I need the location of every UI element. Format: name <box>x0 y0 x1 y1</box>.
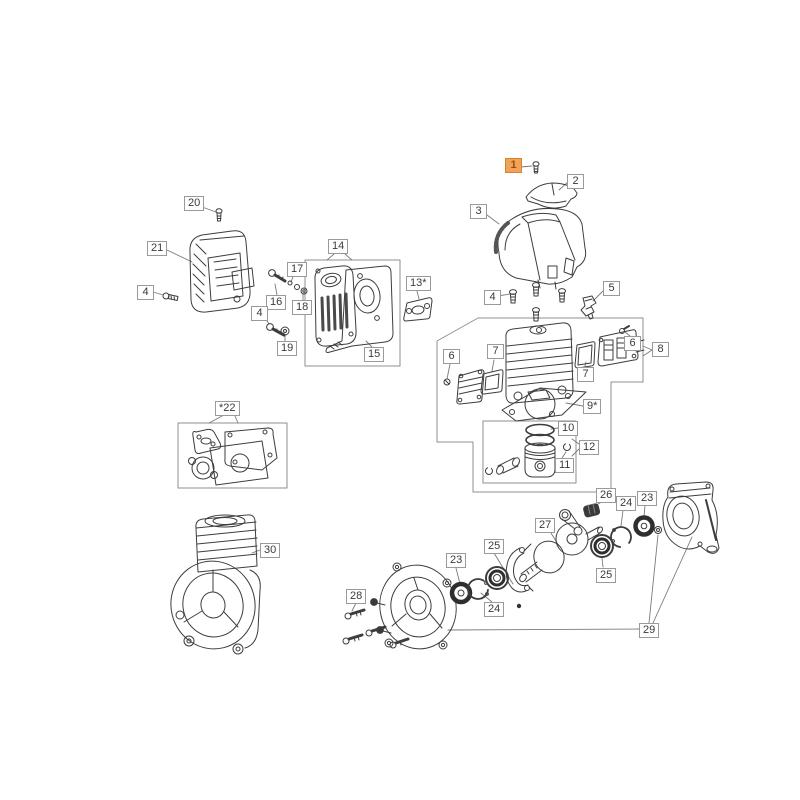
air-filter-cover-knob <box>525 182 578 209</box>
callout-4-left[interactable]: 4 <box>137 285 154 300</box>
callout-11[interactable]: 11 <box>555 458 575 473</box>
callout-2[interactable]: 2 <box>567 174 584 189</box>
callout-18[interactable]: 18 <box>292 300 313 315</box>
callout-13[interactable]: 13* <box>406 276 431 291</box>
bearing-retainer <box>505 543 534 609</box>
callout-25-left[interactable]: 25 <box>484 539 505 554</box>
callout-1-highlighted[interactable]: 1 <box>505 158 522 173</box>
cylinder <box>505 322 574 404</box>
spark-plug <box>580 295 597 320</box>
callout-28[interactable]: 28 <box>346 589 367 604</box>
crankcase-half-right <box>662 481 720 554</box>
callout-8[interactable]: 8 <box>652 342 669 357</box>
callout-16[interactable]: 16 <box>266 295 287 310</box>
callout-3[interactable]: 3 <box>470 204 487 219</box>
callout-21[interactable]: 21 <box>147 241 168 256</box>
callout-22[interactable]: *22 <box>215 401 240 416</box>
gasket-7-right <box>574 341 596 369</box>
callout-4-muffler[interactable]: 4 <box>251 306 268 321</box>
callout-10[interactable]: 10 <box>558 421 579 436</box>
bearing-25-right <box>590 534 614 558</box>
circlip-24-right <box>610 526 632 548</box>
callout-23-left[interactable]: 23 <box>446 553 467 568</box>
oil-seal-23-left <box>449 581 473 605</box>
nut-29 <box>654 526 662 534</box>
short-block-assembly <box>170 514 261 655</box>
callout-14[interactable]: 14 <box>328 239 349 254</box>
pin-circlips <box>485 443 571 475</box>
screw-part-20 <box>215 208 223 222</box>
exhaust-gasket-13 <box>403 297 433 322</box>
muffler-body <box>314 265 357 347</box>
needle-cage-26 <box>583 503 601 518</box>
callout-12[interactable]: 12 <box>579 440 600 455</box>
oil-seal-23-right <box>633 515 655 537</box>
callout-15[interactable]: 15 <box>364 347 385 362</box>
callout-6-left[interactable]: 6 <box>443 349 460 364</box>
callout-24-left[interactable]: 24 <box>484 602 505 617</box>
callout-23-right[interactable]: 23 <box>637 491 658 506</box>
callout-27[interactable]: 27 <box>535 518 556 533</box>
screw-6-left <box>443 378 451 386</box>
callout-26[interactable]: 26 <box>596 488 617 503</box>
muffler-hardware <box>266 269 308 337</box>
callout-5[interactable]: 5 <box>603 281 620 296</box>
callout-17[interactable]: 17 <box>287 262 308 277</box>
callout-25-right[interactable]: 25 <box>596 568 617 583</box>
carb-spacer-left <box>456 369 485 405</box>
engine-cover <box>493 208 587 290</box>
callout-20[interactable]: 20 <box>184 196 205 211</box>
cover-screws <box>509 282 566 322</box>
callout-19[interactable]: 19 <box>277 341 298 356</box>
bearing-25-left <box>485 566 509 590</box>
callout-7-left[interactable]: 7 <box>487 344 504 359</box>
crankshaft-27 <box>519 509 603 583</box>
gasket-kit <box>188 427 278 486</box>
muffler-cover-plate <box>325 265 394 353</box>
callout-7-right[interactable]: 7 <box>577 367 594 382</box>
callout-6-right[interactable]: 6 <box>624 336 641 351</box>
callout-29[interactable]: 29 <box>639 623 660 638</box>
starter-housing <box>189 230 255 313</box>
piston-rings <box>525 423 555 447</box>
callout-4-cover[interactable]: 4 <box>484 290 501 305</box>
callout-9[interactable]: 9* <box>583 399 602 414</box>
piston <box>524 442 556 478</box>
screw-6-right <box>619 325 630 334</box>
crankcase-half-left <box>370 562 457 650</box>
screw-part-1 <box>532 161 540 174</box>
gasket-7-left <box>480 369 504 395</box>
callout-30[interactable]: 30 <box>260 543 281 558</box>
callout-24-right[interactable]: 24 <box>616 496 637 511</box>
screw-part-4-left <box>162 292 179 301</box>
wrist-pin <box>496 457 520 475</box>
base-gasket-9 <box>501 387 587 422</box>
